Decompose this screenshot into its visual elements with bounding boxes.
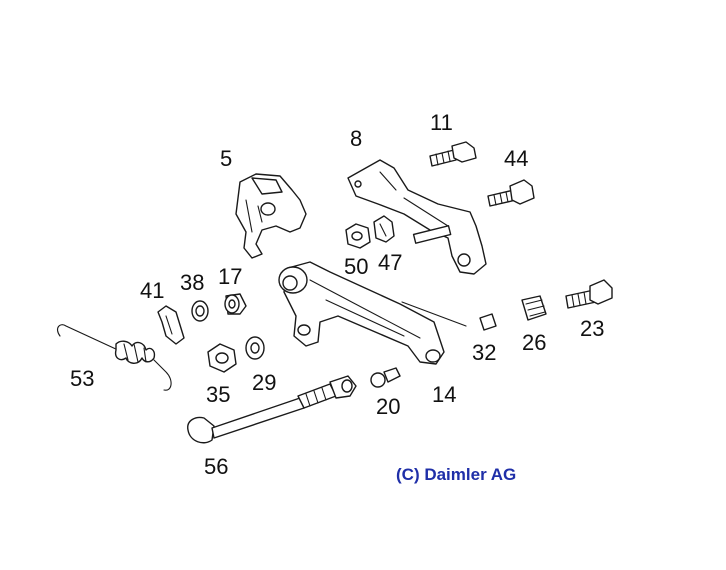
part-56-rod bbox=[187, 375, 357, 444]
callout-35: 35 bbox=[206, 382, 230, 407]
part-38-bushing bbox=[191, 300, 209, 322]
callout-20: 20 bbox=[376, 394, 400, 419]
callout-23: 23 bbox=[580, 316, 604, 341]
callout-5: 5 bbox=[220, 146, 232, 171]
part-26-sleeve bbox=[521, 295, 547, 321]
part-20-ball-pin bbox=[370, 367, 401, 388]
part-53-spring bbox=[57, 324, 172, 391]
part-47-washer bbox=[373, 215, 395, 243]
part-50-nut bbox=[345, 223, 371, 249]
part-17-bushing bbox=[224, 293, 247, 315]
part-5-holder bbox=[235, 173, 307, 259]
callout-29: 29 bbox=[252, 370, 276, 395]
callout-38: 38 bbox=[180, 270, 204, 295]
callout-11: 11 bbox=[430, 110, 453, 135]
copyright-notice: (C) Daimler AG bbox=[396, 465, 516, 484]
part-44-bolt bbox=[487, 179, 535, 207]
callout-14: 14 bbox=[432, 382, 456, 407]
callout-17: 17 bbox=[218, 264, 242, 289]
part-35-nut bbox=[207, 343, 237, 373]
callout-26: 26 bbox=[522, 330, 546, 355]
part-23-bolt bbox=[565, 279, 613, 309]
part-41-clip bbox=[157, 305, 185, 345]
callout-32: 32 bbox=[472, 340, 496, 365]
part-11-bolt bbox=[429, 141, 477, 167]
part-29-washer bbox=[245, 336, 265, 360]
callout-56: 56 bbox=[204, 454, 228, 479]
callout-44: 44 bbox=[504, 146, 528, 171]
main-lever bbox=[278, 261, 467, 365]
part-32-cap bbox=[479, 313, 497, 331]
callout-53: 53 bbox=[70, 366, 94, 391]
part-8-bracket bbox=[347, 159, 487, 275]
callout-41: 41 bbox=[140, 278, 164, 303]
callout-8: 8 bbox=[350, 126, 362, 151]
callout-47: 47 bbox=[378, 250, 402, 275]
callout-50: 50 bbox=[344, 254, 368, 279]
